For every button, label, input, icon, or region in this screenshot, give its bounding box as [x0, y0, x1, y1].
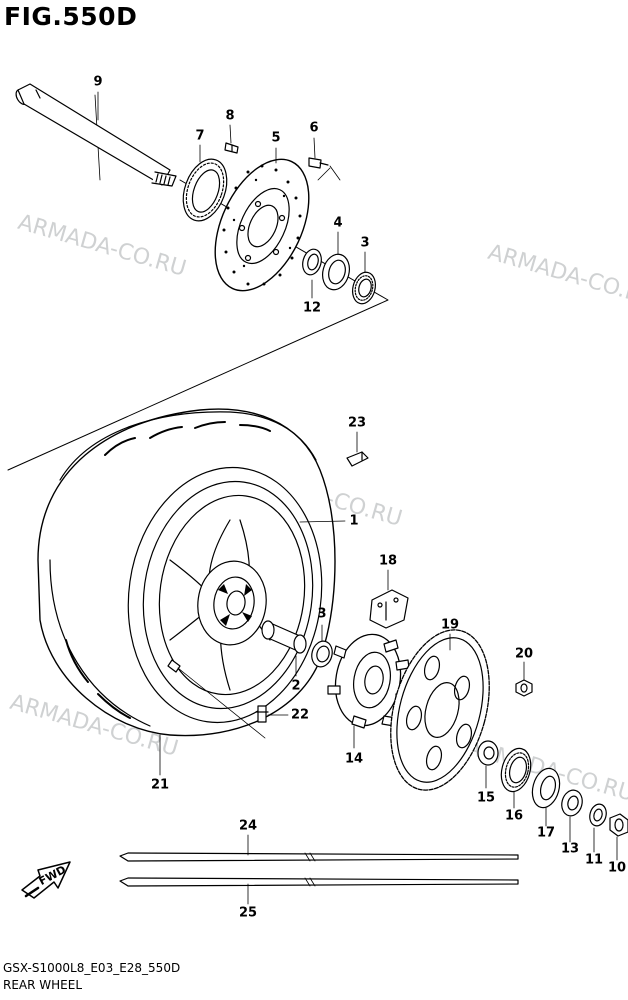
callout-17[interactable]: 17	[536, 825, 556, 841]
callout-3-upper[interactable]: 3	[360, 235, 370, 251]
callout-2[interactable]: 2	[291, 678, 301, 694]
damper-18	[369, 589, 409, 629]
callout-20[interactable]: 20	[514, 646, 534, 662]
callout-25[interactable]: 25	[238, 905, 258, 921]
callout-3-lower[interactable]: 3	[317, 606, 327, 622]
spacer-12	[302, 248, 322, 276]
valve-22	[255, 705, 269, 723]
bolt-6	[308, 157, 329, 169]
model-code: GSX-S1000L8_E03_E28_550D	[3, 961, 181, 975]
washer-11	[589, 803, 607, 827]
callout-12[interactable]: 12	[302, 300, 322, 316]
spacer-2	[261, 620, 307, 654]
forward-arrow-icon	[21, 861, 71, 899]
spacer-13	[561, 789, 583, 817]
section-name: REAR WHEEL	[3, 978, 83, 992]
callout-7[interactable]: 7	[195, 128, 205, 144]
nut-10	[609, 813, 628, 837]
sensor-ring-7	[182, 158, 228, 222]
callout-16[interactable]: 16	[504, 808, 524, 824]
callout-1[interactable]: 1	[349, 513, 359, 529]
callout-10[interactable]: 10	[607, 860, 627, 876]
callout-11[interactable]: 11	[584, 852, 604, 868]
figure-title: FIG.550D	[4, 2, 138, 31]
bearing-3-upper	[351, 271, 377, 305]
bolt-8	[224, 142, 239, 154]
callout-5[interactable]: 5	[271, 130, 281, 146]
callout-18[interactable]: 18	[378, 553, 398, 569]
oil-seal-17	[531, 767, 561, 809]
spacer-15	[477, 740, 499, 766]
oil-seal-4	[322, 253, 350, 291]
nut-20	[515, 679, 533, 697]
axle-part	[15, 83, 177, 187]
callout-15[interactable]: 15	[476, 790, 496, 806]
bearing-16	[500, 747, 532, 793]
clip-23	[346, 451, 369, 467]
callout-24[interactable]: 24	[238, 818, 258, 834]
callout-9[interactable]: 9	[93, 74, 103, 90]
callout-22[interactable]: 22	[290, 707, 310, 723]
cable-tie-24	[119, 852, 519, 862]
callout-8[interactable]: 8	[225, 108, 235, 124]
callout-6[interactable]: 6	[309, 120, 319, 136]
callout-23[interactable]: 23	[347, 415, 367, 431]
bearing-3-lower	[311, 640, 333, 668]
callout-13[interactable]: 13	[560, 841, 580, 857]
callout-19[interactable]: 19	[440, 617, 460, 633]
callout-14[interactable]: 14	[344, 751, 364, 767]
sprocket-19	[390, 629, 490, 791]
callout-21[interactable]: 21	[150, 777, 170, 793]
brake-disc-5	[214, 158, 310, 292]
cable-tie-25	[119, 877, 519, 887]
callout-4[interactable]: 4	[333, 215, 343, 231]
rear-wheel-assembly	[37, 408, 336, 737]
